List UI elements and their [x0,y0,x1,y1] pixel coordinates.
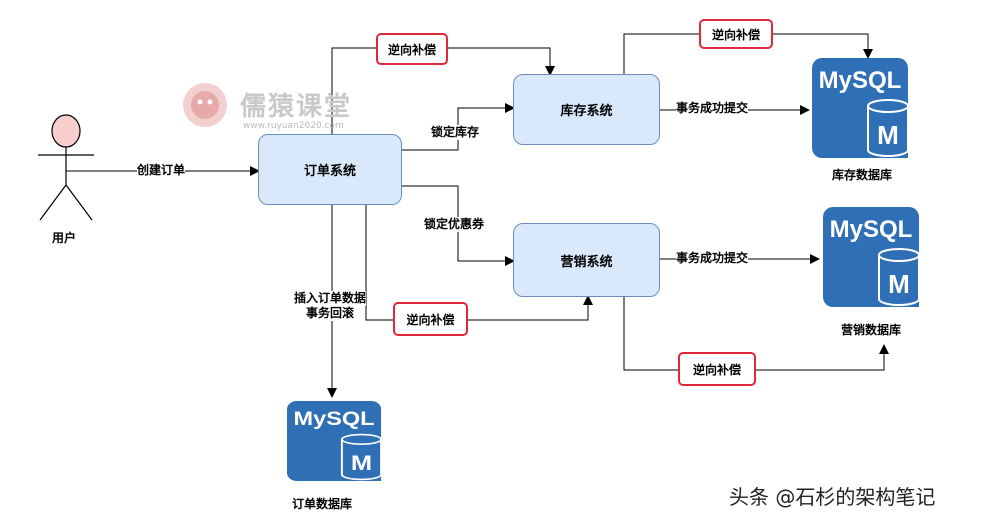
edge-label-commit-inventory: 事务成功提交 [676,101,749,116]
watermark-logo-icon [183,83,227,127]
edge-label-lock-coupon: 锁定优惠券 [424,217,485,232]
user-label: 用户 [52,231,77,246]
inventory-system-box[interactable]: 库存系统 [513,74,660,145]
edge-label-lock-stock: 锁定库存 [431,125,480,140]
edge-label-commit-marketing: 事务成功提交 [676,251,749,266]
watermark-url: www.ruyuan2020.com [243,121,344,131]
edge-order-marketing-compensation [365,205,593,321]
compensation-tag-inventory-db: 逆向补偿 [699,19,773,49]
order-system-box[interactable]: 订单系统 [258,134,402,205]
edge-label-insert-order: 插入订单数据 [294,291,367,306]
edge-label-rollback: 事务回滚 [306,306,355,321]
inventory-db-icon [811,57,909,159]
inventory-db-label: 库存数据库 [832,168,893,182]
footer-attribution: 头条 @石杉的架构笔记 [729,485,936,509]
marketing-system-box[interactable]: 营销系统 [513,223,660,297]
marketing-db-icon [822,206,920,308]
marketing-db-label: 营销数据库 [841,323,902,337]
order-db-label: 订单数据库 [292,497,353,511]
order-db-icon [286,400,383,482]
compensation-tag-order-marketing: 逆向补偿 [393,302,468,336]
user-actor-icon [38,114,94,221]
edge-label-create-order: 创建订单 [137,163,186,178]
compensation-tag-order-inventory: 逆向补偿 [376,33,448,65]
compensation-tag-marketing-db: 逆向补偿 [678,352,756,386]
watermark-name: 儒猿课堂 [240,92,353,122]
